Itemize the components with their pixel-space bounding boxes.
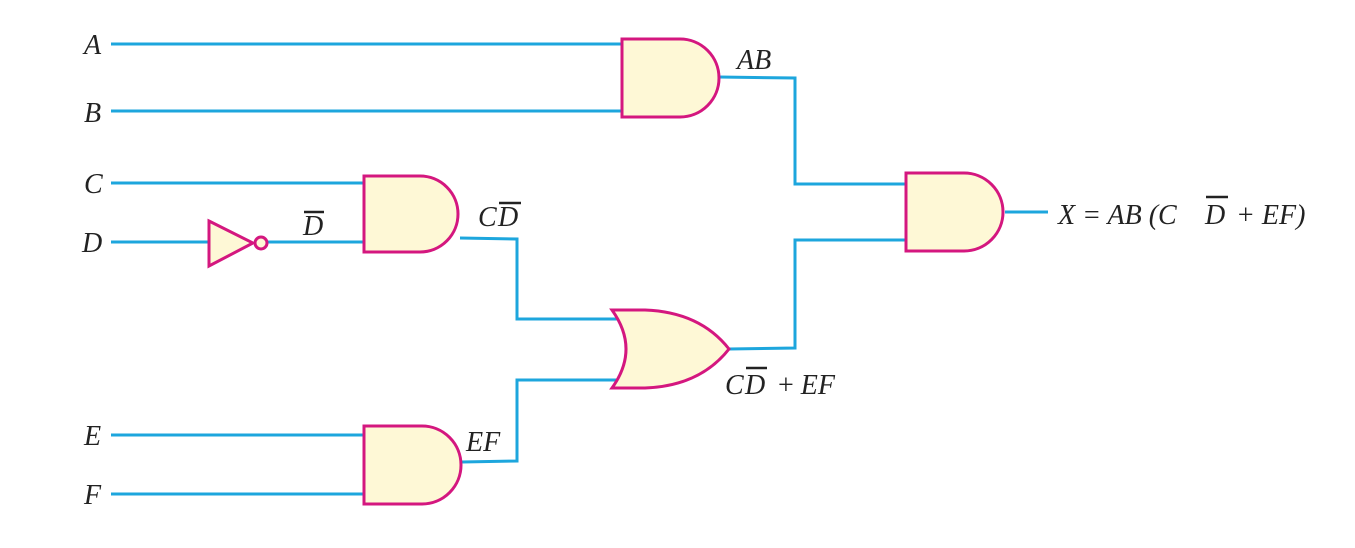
input-label-c: C — [84, 169, 103, 200]
label-out-suffix: + EF) — [1236, 200, 1305, 231]
label-cdbar-d: D — [497, 202, 518, 233]
label-ab: AB — [735, 45, 771, 76]
input-label-b: B — [84, 98, 101, 129]
wire-cdbar — [459, 236, 622, 321]
wire-or-out — [728, 238, 907, 351]
label-final-output: X = AB (C D + EF) — [1057, 195, 1305, 231]
label-dbar-letter: D — [302, 211, 323, 242]
wire-ab — [718, 75, 907, 186]
not-gate — [207, 218, 257, 269]
and-gate-cdbar — [362, 174, 460, 254]
label-or-output: C D + EF — [725, 366, 836, 401]
and-gate-final — [904, 171, 1005, 253]
and-gate-ef — [362, 424, 463, 506]
label-cdbar-c: C — [478, 202, 497, 233]
and-gate-ab — [620, 37, 721, 119]
input-label-a: A — [82, 30, 102, 61]
input-label-f: F — [83, 480, 102, 511]
label-or-d: D — [744, 370, 765, 401]
wire-ef — [461, 378, 622, 464]
or-gate — [609, 308, 731, 390]
label-dbar: D — [302, 210, 324, 242]
label-or-c: C — [725, 370, 744, 401]
input-label-d: D — [81, 228, 102, 259]
input-label-e: E — [83, 421, 101, 452]
label-or-rest: + EF — [778, 370, 836, 401]
label-ef: EF — [465, 427, 501, 458]
label-out-d: D — [1204, 200, 1225, 231]
not-gate-bubble — [253, 235, 269, 251]
label-cdbar: C D — [478, 201, 521, 233]
label-out-prefix: X = AB (C — [1057, 200, 1177, 231]
